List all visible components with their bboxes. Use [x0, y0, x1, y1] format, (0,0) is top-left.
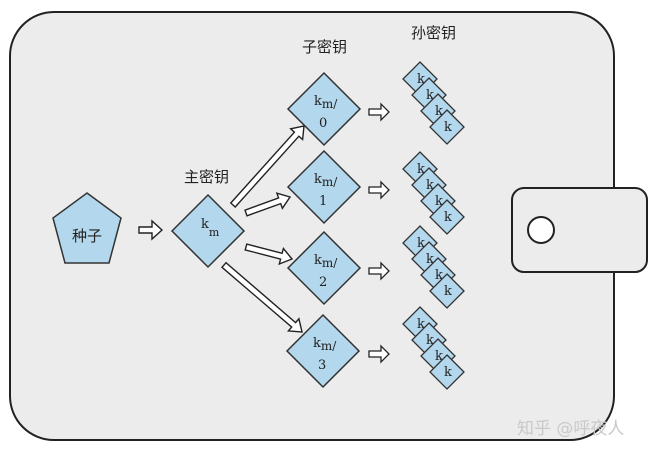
arrow-master-to-child-3 — [221, 261, 303, 333]
grandchild-key-k: k — [444, 284, 452, 299]
grandchild-key-k: k — [426, 333, 434, 348]
child-key-node-3: km/3 — [285, 313, 361, 389]
grandchild-key-k: k — [426, 252, 434, 267]
grandchild-key-k: k — [444, 210, 452, 225]
child-key-k: k — [314, 253, 322, 268]
grandchild-key-k: k — [444, 120, 452, 135]
svg-text:km/: km/ — [313, 336, 337, 353]
grandchild-key-k: k — [417, 236, 425, 251]
master-key-sub: m — [209, 226, 220, 239]
child-key-index: 3 — [318, 358, 326, 373]
arrow-child-to-grandchild-3 — [368, 344, 390, 364]
child-keys-label: 子密钥 — [302, 38, 347, 56]
child-key-k: k — [313, 336, 321, 351]
grandchild-key-node: k — [429, 273, 465, 309]
arrow-master-to-child-0 — [229, 125, 305, 208]
arrow-child-to-grandchild-2 — [368, 261, 390, 281]
grandchild-key-k: k — [417, 162, 425, 177]
child-to-grandchild-arrows — [368, 102, 390, 364]
child-key-node-1: km/1 — [286, 149, 362, 225]
arrow-child-to-grandchild-0 — [368, 102, 390, 122]
grandchild-key-k: k — [435, 349, 443, 364]
grandchild-key-k: k — [435, 194, 443, 209]
child-key-sub: m/ — [322, 175, 338, 189]
arrow-master-to-child-1 — [244, 192, 292, 217]
svg-text:km/: km/ — [314, 253, 338, 270]
child-key-node-2: km/2 — [286, 230, 362, 306]
seed-node: 种子 — [52, 192, 122, 264]
child-key-sub: m/ — [322, 97, 338, 111]
svg-text:km: km — [201, 217, 220, 239]
seed-label: 种子 — [72, 227, 102, 245]
wallet-clasp — [511, 187, 648, 273]
grandchild-key-k: k — [435, 104, 443, 119]
master-to-child-arrows — [221, 125, 305, 333]
master-key-label: 主密钥 — [184, 168, 229, 186]
grandchild-key-k: k — [444, 365, 452, 380]
grandchild-key-k: k — [435, 268, 443, 283]
svg-text:km/: km/ — [314, 172, 338, 189]
child-key-index: 0 — [319, 116, 327, 131]
arrow-child-to-grandchild-1 — [368, 180, 390, 200]
grandchild-key-k: k — [426, 88, 434, 103]
child-key-node-0: km/0 — [286, 71, 362, 147]
svg-text:km/: km/ — [314, 94, 338, 111]
child-key-index: 1 — [319, 194, 327, 209]
grandchild-key-node: k — [429, 109, 465, 145]
grandchild-key-k: k — [417, 72, 425, 87]
master-key-k: k — [201, 217, 209, 232]
grandchild-key-node: k — [429, 199, 465, 235]
child-key-k: k — [314, 94, 322, 109]
grandchild-key-k: k — [426, 178, 434, 193]
grandchild-keys-label: 孙密钥 — [411, 24, 456, 42]
master-key-node: km — [170, 193, 246, 269]
child-key-nodes: km/0km/1km/2km/3 — [285, 71, 362, 389]
child-key-k: k — [314, 172, 322, 187]
child-key-sub: m/ — [321, 339, 337, 353]
grandchild-key-k: k — [417, 317, 425, 332]
wallet-clasp-button — [527, 216, 555, 244]
watermark: 知乎 @呼夜人 — [517, 419, 624, 439]
grandchild-key-node: k — [429, 354, 465, 390]
child-key-index: 2 — [319, 275, 327, 290]
arrow-master-to-child-2 — [244, 243, 294, 266]
arrow-seed-to-master — [138, 219, 164, 241]
child-key-sub: m/ — [322, 256, 338, 270]
